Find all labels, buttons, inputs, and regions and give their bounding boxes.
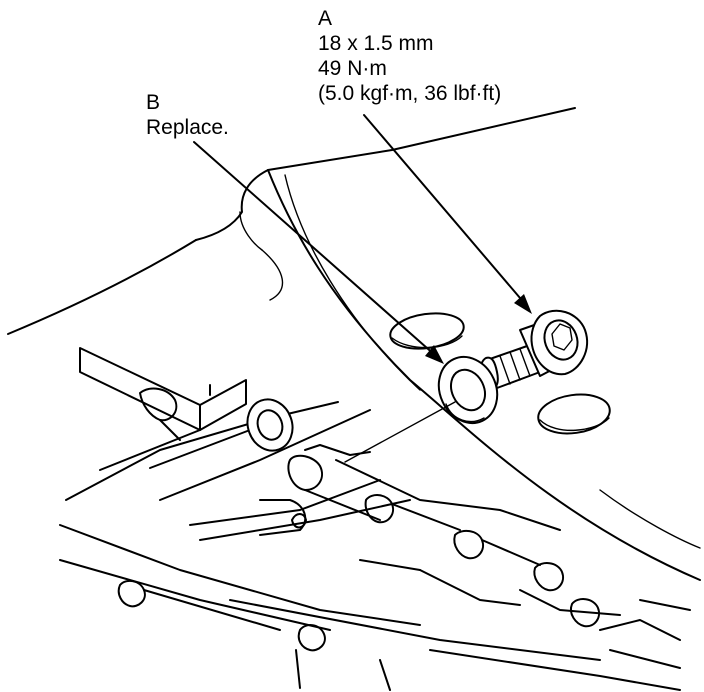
drain-plug-a (479, 309, 588, 391)
callout-a-letter: A (318, 7, 333, 30)
callout-b-note: Replace. (146, 116, 229, 139)
callout-a: A 18 x 1.5 mm 49 N·m (5.0 kgf·m, 36 lbf·… (318, 6, 501, 106)
callout-b-letter: B (146, 91, 161, 114)
callout-a-torque: 49 N·m (318, 57, 387, 80)
leader-line-b (193, 141, 444, 364)
callout-b: B Replace. (146, 90, 229, 140)
callout-a-torque-alt: (5.0 kgf·m, 36 lbf·ft) (318, 82, 502, 105)
case-boss-lower (537, 393, 611, 435)
valve-body-assembly (59, 347, 691, 691)
leader-line-a (363, 114, 532, 314)
washer-reference-line (344, 401, 456, 463)
sealing-washer-b (437, 355, 499, 425)
callout-a-size: 18 x 1.5 mm (318, 32, 434, 55)
case-boss-upper (389, 312, 465, 350)
